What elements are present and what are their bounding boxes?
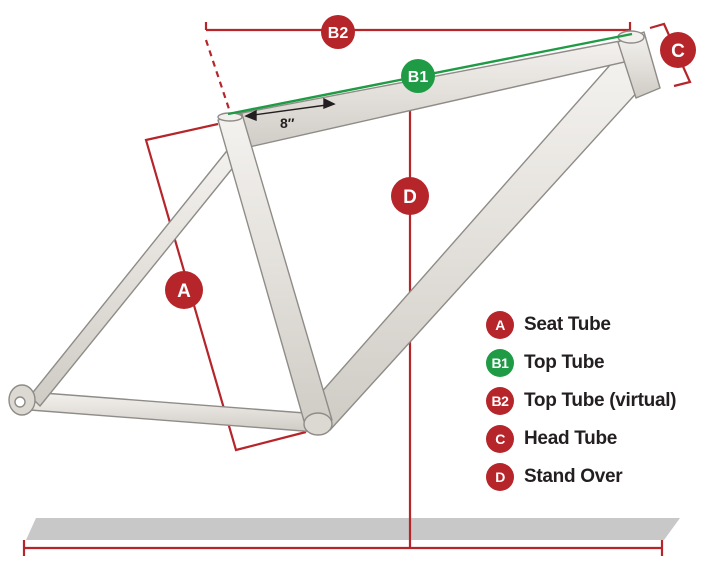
legend-item-head-tube: C Head Tube — [486, 420, 706, 458]
svg-text:A: A — [177, 281, 191, 302]
legend-label: Top Tube (virtual) — [524, 390, 677, 411]
badge-b2: B2 — [321, 15, 355, 49]
chainstay-tube — [29, 391, 319, 433]
legend-badge-d: D — [486, 463, 514, 491]
legend-label: Seat Tube — [524, 314, 611, 335]
legend-label: Head Tube — [524, 428, 618, 449]
legend: A Seat Tube B1 Top Tube B2 Top Tube (vir… — [486, 306, 706, 496]
legend-item-top-tube: B1 Top Tube — [486, 344, 706, 382]
rear-axle-slot — [14, 396, 26, 408]
legend-badge-b1: B1 — [486, 349, 514, 377]
legend-badge-b2: B2 — [486, 387, 514, 415]
svg-text:D: D — [403, 187, 417, 208]
legend-badge-c: C — [486, 425, 514, 453]
setback-arrow — [244, 97, 336, 122]
badge-b1: B1 — [401, 59, 435, 93]
legend-label: Stand Over — [524, 466, 623, 487]
svg-text:C: C — [671, 41, 685, 62]
badge-a: A — [165, 271, 203, 309]
legend-label: Top Tube — [524, 352, 605, 373]
badge-c: C — [660, 32, 696, 68]
setback-label: 8″ — [280, 115, 295, 131]
legend-badge-a: A — [486, 311, 514, 339]
frame — [8, 30, 661, 436]
legend-item-top-tube-virtual: B2 Top Tube (virtual) — [486, 382, 706, 420]
legend-item-stand-over: D Stand Over — [486, 458, 706, 496]
svg-text:B1: B1 — [408, 69, 429, 86]
badge-d: D — [391, 177, 429, 215]
ground-plane — [26, 518, 680, 540]
seat-tube — [217, 113, 333, 429]
legend-item-seat-tube: A Seat Tube — [486, 306, 706, 344]
bottom-bracket — [303, 412, 333, 436]
svg-text:B2: B2 — [328, 25, 349, 42]
